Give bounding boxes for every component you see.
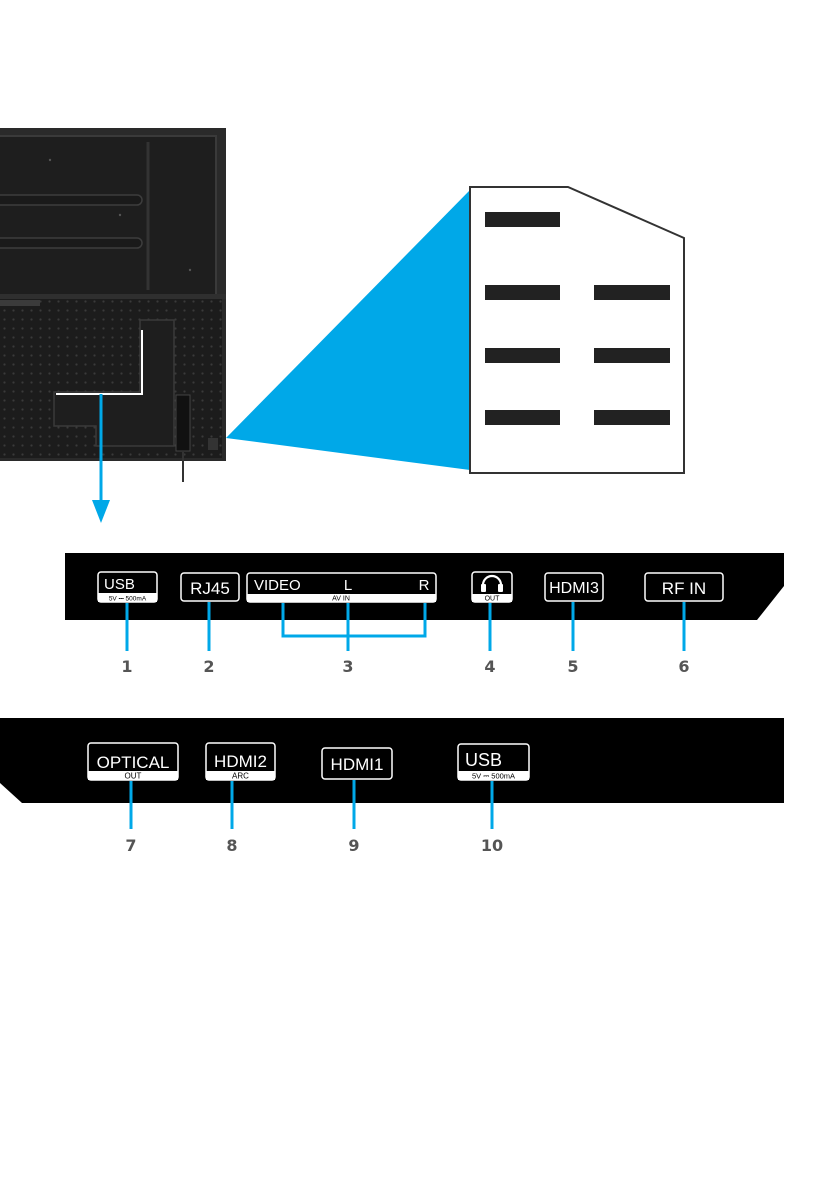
tv-back-rail-1 (0, 195, 142, 205)
callout-number-10: 10 (481, 836, 503, 855)
hdmi1-label: HDMI1 (331, 755, 384, 774)
callout-number-7: 7 (125, 836, 136, 855)
callout-port-slot (485, 285, 560, 300)
bottom-port-panel: OPTICAL OUT HDMI2 ARC HDMI1 USB 5V ⎓ 500… (0, 718, 784, 803)
av-in-sublabel: AV IN (332, 596, 350, 603)
callout-port-slot (485, 348, 560, 363)
hdmi2-label: HDMI2 (214, 752, 267, 771)
av-in-video-label: VIDEO (254, 577, 301, 594)
optical-label: OPTICAL (97, 753, 170, 772)
optical-sublabel: OUT (125, 772, 142, 781)
callout-number-8: 8 (226, 836, 237, 855)
tv-back-upper-panel (0, 136, 216, 294)
tv-back-tab (0, 300, 40, 306)
rj45-label: RJ45 (190, 579, 230, 598)
tv-back-screw (119, 214, 121, 216)
callout-port-slot (594, 348, 670, 363)
hdmi3-label: HDMI3 (549, 580, 599, 597)
callout-port-slot (485, 410, 560, 425)
av-in-r-label: R (419, 577, 430, 594)
callout-number-3: 3 (342, 657, 353, 676)
zoom-beam (226, 190, 470, 470)
zoom-callout (470, 187, 684, 473)
callout-number-5: 5 (567, 657, 578, 676)
usb-2-label: USB (465, 750, 502, 770)
usb-1-spec: 5V ⎓ 500mA (109, 596, 147, 603)
usb-2-spec: 5V ⎓ 500mA (472, 772, 515, 781)
callout-port-slot (594, 285, 670, 300)
callout-number-1: 1 (121, 657, 132, 676)
callout-number-4: 4 (484, 657, 495, 676)
tv-back-screw (49, 159, 51, 161)
headphone-sublabel: OUT (485, 596, 501, 603)
tv-back-side-port-column (176, 395, 190, 451)
av-in-l-label: L (344, 577, 352, 594)
callout-port-slot (485, 212, 560, 227)
callout-number-2: 2 (203, 657, 214, 676)
hdmi2-sublabel: ARC (232, 772, 249, 781)
callout-number-9: 9 (348, 836, 359, 855)
tv-back-view (0, 128, 226, 482)
tv-back-vent (208, 438, 218, 450)
callout-number-6: 6 (678, 657, 689, 676)
tv-back-divider (0, 294, 226, 299)
tv-back-rail-2 (0, 238, 142, 248)
rf-in-label: RF IN (662, 579, 706, 598)
callout-port-slot (594, 410, 670, 425)
tv-back-screw (189, 269, 191, 271)
down-arrow-head (92, 500, 110, 523)
usb-1-label: USB (104, 576, 135, 593)
